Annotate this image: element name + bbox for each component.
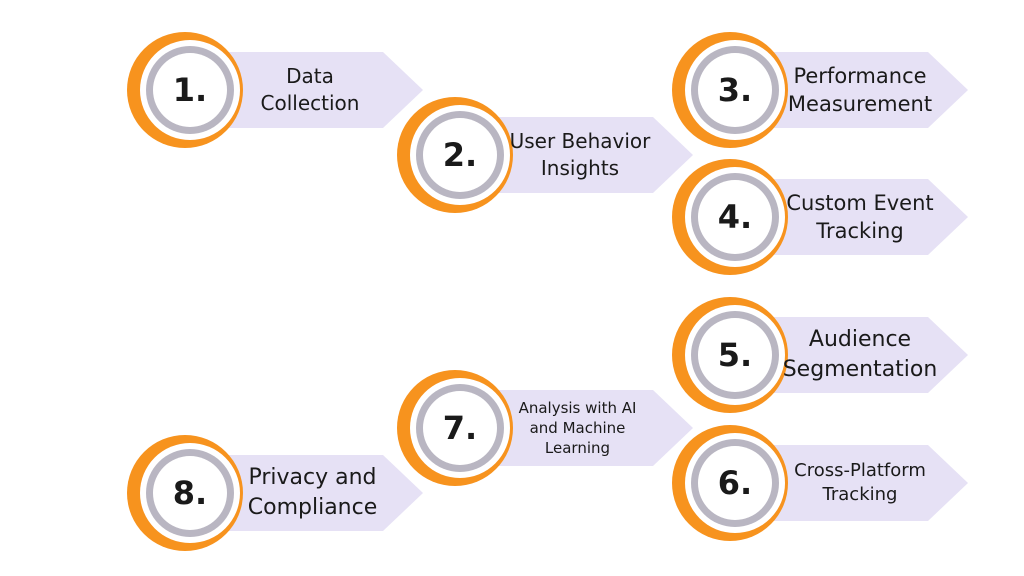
step-4-label-line-1: Custom Event — [786, 190, 934, 215]
step-7-label-line-3: Learning — [544, 439, 611, 458]
step-7-label-line-1: Analysis with AI — [518, 398, 637, 417]
step-1-arrow — [185, 52, 423, 128]
step-5-number: 5. — [717, 336, 753, 374]
step-4-arrow — [730, 179, 968, 255]
step-2-label-line-2: Insights — [540, 156, 620, 180]
step-6-graphic — [672, 425, 968, 541]
step-3-label-line-1: Performance — [793, 63, 927, 88]
step-3-badge — [698, 53, 772, 127]
step-6-label-line-1: Cross-Platform — [794, 459, 926, 481]
step-5-graphic — [672, 297, 968, 413]
step-8-graphic — [127, 435, 423, 551]
step-4-label-line-2: Tracking — [816, 219, 904, 243]
step-5-arrow — [730, 317, 968, 393]
step-7-badge — [423, 391, 497, 465]
step-6-number: 6. — [717, 464, 753, 502]
step-2-arrow — [455, 117, 693, 193]
step-1-number: 1. — [172, 71, 208, 109]
step-4-badge — [698, 180, 772, 254]
step-5-label-line-2: Segmentation — [782, 357, 938, 382]
step-7-graphic — [397, 370, 693, 486]
step-3-graphic — [672, 32, 968, 148]
step-1-badge — [153, 53, 227, 127]
step-6-badge — [698, 446, 772, 520]
step-1-label-line-2: Collection — [260, 91, 360, 115]
step-4-number: 4. — [717, 198, 753, 236]
step-6-label-line-2: Tracking — [822, 484, 898, 505]
step-3-arrow — [730, 52, 968, 128]
step-6-arrow — [730, 445, 968, 521]
step-1-label-line-1: Data — [286, 64, 334, 88]
step-7-label-line-2: and Machine — [529, 418, 626, 437]
step-2-label-line-1: User Behavior — [509, 129, 651, 153]
step-3-label-line-2: Measurement — [787, 92, 933, 116]
step-1-graphic — [127, 32, 423, 148]
step-8-badge — [153, 456, 227, 530]
step-3-number: 3. — [717, 71, 753, 109]
step-2-graphic — [397, 97, 693, 213]
step-2-badge — [423, 118, 497, 192]
step-5-badge — [698, 318, 772, 392]
step-4-graphic — [672, 159, 968, 275]
step-7-arrow — [455, 390, 693, 466]
step-8-label-line-2: Compliance — [247, 495, 378, 520]
step-7-number: 7. — [442, 409, 478, 447]
step-8-label-line-1: Privacy and — [248, 465, 377, 491]
step-8-number: 8. — [172, 474, 208, 512]
step-2-number: 2. — [442, 136, 478, 174]
step-5-label-line-1: Audience — [808, 327, 912, 353]
step-8-arrow — [185, 455, 423, 531]
